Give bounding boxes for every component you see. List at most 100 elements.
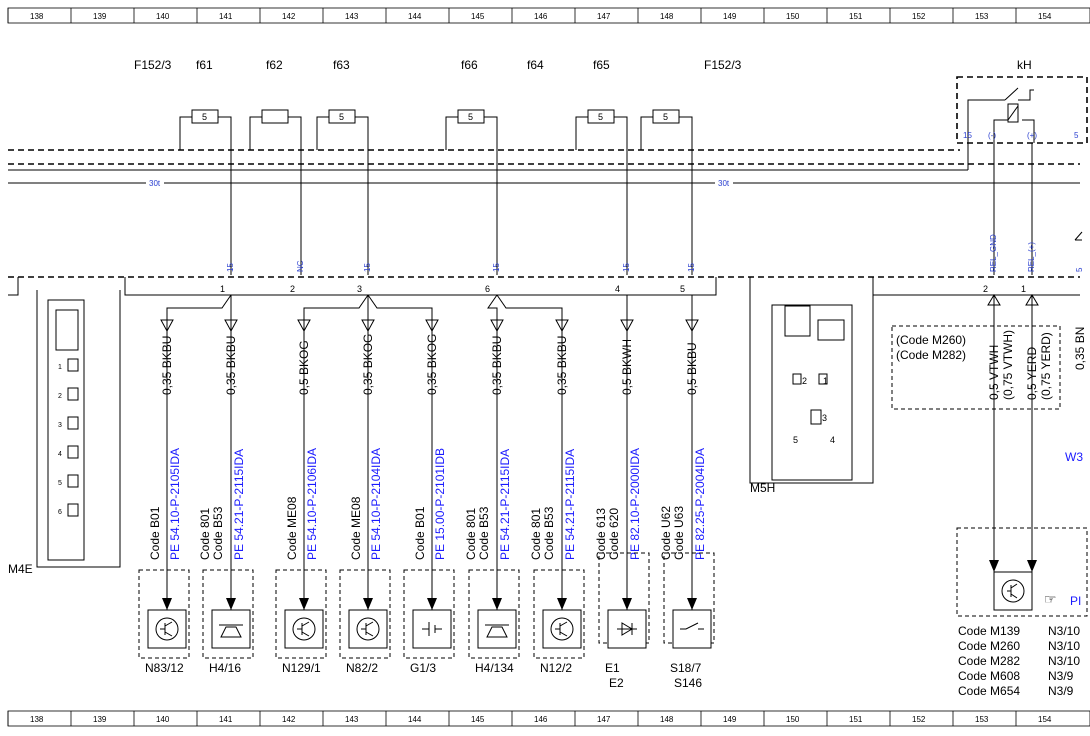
svg-text:(+): (+) [1027,131,1037,140]
ruler-cell: 143 [345,715,359,724]
svg-text:30t: 30t [718,179,730,188]
svg-text:4: 4 [830,435,835,445]
code-condition: Code 801 [529,508,543,560]
module-pin: 4 [58,451,62,458]
branch-splitters [166,294,693,320]
fuse-f66: 5 [445,109,498,150]
ruler-cell: 142 [282,715,296,724]
svg-text:5: 5 [793,435,798,445]
code-condition: Code B53 [477,506,491,560]
pe-reference: PE 54.21-P-2115IDA [232,449,246,560]
fuse-label-f63: f63 [333,58,350,72]
svg-text:5: 5 [468,112,473,122]
ruler-cell: 151 [849,715,863,724]
svg-text:30t: 30t [149,179,161,188]
fuse-label-f66: f66 [461,58,478,72]
svg-text:5: 5 [680,284,685,294]
code-table-ref: N3/10 [1048,654,1080,668]
pe-reference: PE 82.10-P-2000IDA [628,448,642,560]
svg-text:15: 15 [963,131,972,140]
svg-text:15: 15 [226,263,235,272]
svg-text:0,5 YERD: 0,5 YERD [1025,347,1039,400]
svg-text:5: 5 [202,112,207,122]
svg-text:M5H: M5H [750,481,775,495]
ruler-cell: 139 [93,12,107,21]
code-condition: Code ME08 [285,496,299,560]
relay-kh: 15 (-) (+) 5 [956,76,1088,144]
pe-reference: PE 54.10-P-2106IDA [305,448,319,560]
ruler-cell: 140 [156,12,170,21]
wire-spec: 0,35 BKBU [555,336,569,395]
svg-text:2: 2 [983,284,988,294]
pe-reference: PE 54.21-P-2115IDA [563,449,577,560]
code-table-code: Code M260 [958,639,1020,653]
ruler-cell: 148 [660,715,674,724]
svg-text:(Code M282): (Code M282) [896,348,966,362]
svg-text:15: 15 [687,263,696,272]
fuse-f63: 5 [316,109,369,150]
ruler-cell: 152 [912,715,926,724]
component-ref: S18/7 [670,661,702,675]
fuse-label-f61: f61 [196,58,213,72]
component-ref: H4/134 [475,661,514,675]
component-ref: N82/2 [346,661,378,675]
component-ref: G1/3 [410,661,436,675]
code-condition: Code B01 [413,506,427,560]
svg-text:5: 5 [1075,267,1084,272]
wire-spec: 0,35 BKOG [425,334,439,395]
fuse-f61: 5 [179,109,232,150]
component-ref: N83/12 [145,661,184,675]
pe-reference: PE 54.10-P-2104IDA [369,448,383,560]
code-condition: Code 801 [464,508,478,560]
svg-text:M4E: M4E [8,562,33,576]
svg-text:5: 5 [598,112,603,122]
module-pin: 2 [58,393,62,400]
code-m260-m282-box [891,325,1061,410]
svg-text:2: 2 [802,376,807,386]
ruler-cell: 143 [345,12,359,21]
code-table-code: Code M654 [958,684,1020,698]
code-table-ref: N3/10 [1048,624,1080,638]
svg-text:W3: W3 [1065,450,1083,464]
reference-pointer-icon: ☞ [1044,591,1057,607]
ruler-cell: 151 [849,12,863,21]
ruler-cell: 145 [471,12,485,21]
ruler-cell: 150 [786,12,800,21]
ruler-cell: 154 [1038,715,1052,724]
code-table-code: Code M282 [958,654,1020,668]
ruler-cell: 146 [534,12,548,21]
code-condition: Code B53 [211,506,225,560]
code-condition: Code ME08 [349,496,363,560]
ruler-cell: 138 [30,715,44,724]
ruler-cell: 147 [597,12,611,21]
code-condition: Code 613 [594,508,608,560]
svg-text:4: 4 [615,284,620,294]
svg-text:REL_GND: REL_GND [989,234,998,272]
ruler-cell: 144 [408,715,422,724]
component-ref: E1 [605,661,620,675]
code-condition: Code U63 [672,506,686,560]
svg-text:5: 5 [663,112,668,122]
fuse-label-f64: f64 [527,58,544,72]
module-pin: 6 [58,509,62,516]
pe-reference: PE 82.25-P-2004IDA [693,448,707,560]
ruler-cell: 141 [219,12,233,21]
svg-text:1: 1 [1021,284,1026,294]
fuse-label-f65: f65 [593,58,610,72]
svg-text:6: 6 [485,284,490,294]
ruler-cell: 144 [408,12,422,21]
right-component: ☞ PI [956,527,1088,617]
ruler-cell: 141 [219,715,233,724]
svg-text:5: 5 [339,112,344,122]
code-table-ref: N3/10 [1048,639,1080,653]
